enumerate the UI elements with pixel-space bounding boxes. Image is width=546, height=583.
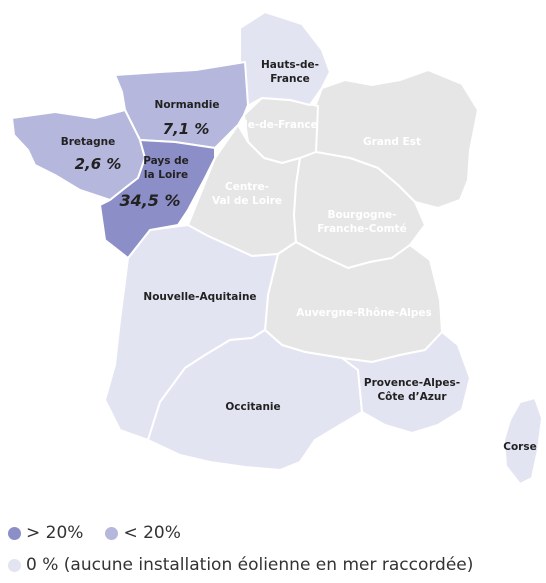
label-centre-val-de-loire: Centre-Val de Loire bbox=[212, 181, 282, 207]
label-occitanie: Occitanie bbox=[225, 401, 280, 413]
region-corse bbox=[503, 397, 543, 485]
region-pays-de-la-loire bbox=[99, 139, 216, 259]
value-bretagne: 2,6 % bbox=[75, 155, 122, 173]
label-nouvelle-aquitaine: Nouvelle-Aquitaine bbox=[143, 291, 256, 303]
legend-item-low: < 20% bbox=[105, 523, 181, 543]
legend-label-zero: 0 % (aucune installation éolienne en mer… bbox=[26, 555, 474, 575]
label-provence-alpes-cote-d-azur: Provence-Alpes-Côte d’Azur bbox=[364, 377, 460, 403]
legend-dot-high bbox=[8, 526, 21, 540]
legend-item-high: > 20% bbox=[8, 523, 83, 543]
legend-dot-zero bbox=[8, 558, 21, 572]
label-hauts-de-france: Hauts-de-France bbox=[261, 59, 319, 85]
legend-label-low: < 20% bbox=[123, 523, 181, 543]
legend-item-zero: 0 % (aucune installation éolienne en mer… bbox=[8, 555, 473, 575]
label-bourgogne-franche-comte: Bourgogne-Franche-Comté bbox=[317, 209, 406, 235]
value-pays-de-la-loire: 34,5 % bbox=[119, 191, 180, 210]
legend-row-2: 0 % (aucune installation éolienne en mer… bbox=[8, 555, 495, 575]
label-normandie: Normandie bbox=[155, 99, 220, 111]
label-auvergne-rhone-alpes: Auvergne-Rhône-Alpes bbox=[296, 307, 432, 319]
label-corse: Corse bbox=[503, 441, 536, 453]
label-ile-de-france: Ile-de-France bbox=[240, 119, 318, 131]
region-provence-alpes-cote-d-azur bbox=[341, 331, 471, 434]
label-bretagne: Bretagne bbox=[61, 136, 116, 148]
value-normandie: 7,1 % bbox=[163, 120, 210, 138]
legend-dot-low bbox=[105, 526, 119, 540]
legend-label-high: > 20% bbox=[26, 523, 84, 543]
legend-row-1: > 20% < 20% bbox=[8, 523, 203, 543]
label-grand-est: Grand Est bbox=[363, 136, 421, 148]
france-regions-map: Hauts-de-France Normandie 7,1 % Bretagne… bbox=[11, 11, 543, 485]
